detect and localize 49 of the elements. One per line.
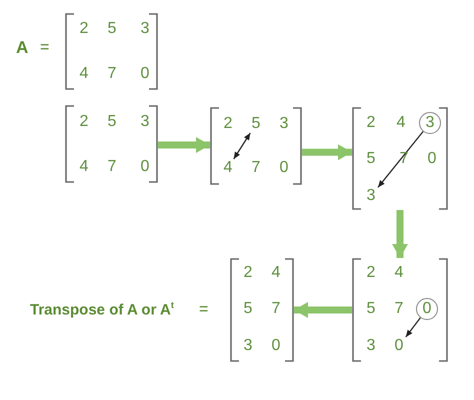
circled-entry: 0 <box>416 298 438 320</box>
matrix-entry: 0 <box>269 337 283 355</box>
matrix-entry: 4 <box>77 65 91 83</box>
matrix-entry: 7 <box>105 65 119 83</box>
matrix-entry: 7 <box>105 158 119 176</box>
equals-sign: = <box>199 301 208 319</box>
matrix-entry: 7 <box>249 159 263 177</box>
matrix-entry: 3 <box>277 115 291 133</box>
matrix-entry: 5 <box>249 115 263 133</box>
matrix-entry: 3 <box>364 187 378 205</box>
arrow <box>233 132 251 160</box>
arrow <box>378 131 424 188</box>
block-arrow <box>294 302 352 318</box>
heading-label: Transpose of A or A$^{t}$ <box>30 301 174 319</box>
matrix-entry: 0 <box>138 158 152 176</box>
matrix-entry: 4 <box>77 158 91 176</box>
matrix-entry: 5 <box>364 150 378 168</box>
matrix-entry: 2 <box>77 113 91 131</box>
matrix-entry: 2 <box>221 115 235 133</box>
matrix-entry: 3 <box>241 337 255 355</box>
matrix-entry: 5 <box>105 20 119 38</box>
matrix-entry: 7 <box>392 300 406 318</box>
block-arrow <box>302 144 352 160</box>
heading-label: A <box>16 39 28 58</box>
matrix-entry: 2 <box>364 114 378 132</box>
matrix-entry: 4 <box>394 114 408 132</box>
matrix-entry: 2 <box>364 264 378 282</box>
matrix-entry: 2 <box>241 264 255 282</box>
matrix-entry: 0 <box>392 337 406 355</box>
matrix-entry: 0 <box>138 65 152 83</box>
matrix-entry: 3 <box>138 20 152 38</box>
matrix-entry: 2 <box>77 20 91 38</box>
matrix-entry: 0 <box>277 159 291 177</box>
block-arrow <box>158 137 210 153</box>
equals-sign: = <box>40 39 50 57</box>
matrix-entry: 0 <box>425 150 439 168</box>
matrix-entry: 3 <box>364 337 378 355</box>
arrow <box>405 317 421 338</box>
matrix-entry: 4 <box>221 159 235 177</box>
matrix-entry: 5 <box>241 300 255 318</box>
matrix-entry: 7 <box>269 300 283 318</box>
matrix-entry: 3 <box>138 113 152 131</box>
circled-entry: 3 <box>419 112 441 134</box>
matrix-entry: 4 <box>392 264 406 282</box>
matrix-entry: 4 <box>269 264 283 282</box>
matrix-entry: 5 <box>105 113 119 131</box>
block-arrow <box>392 210 408 258</box>
matrix-entry: 5 <box>364 300 378 318</box>
matrix-entry: 7 <box>397 150 411 168</box>
